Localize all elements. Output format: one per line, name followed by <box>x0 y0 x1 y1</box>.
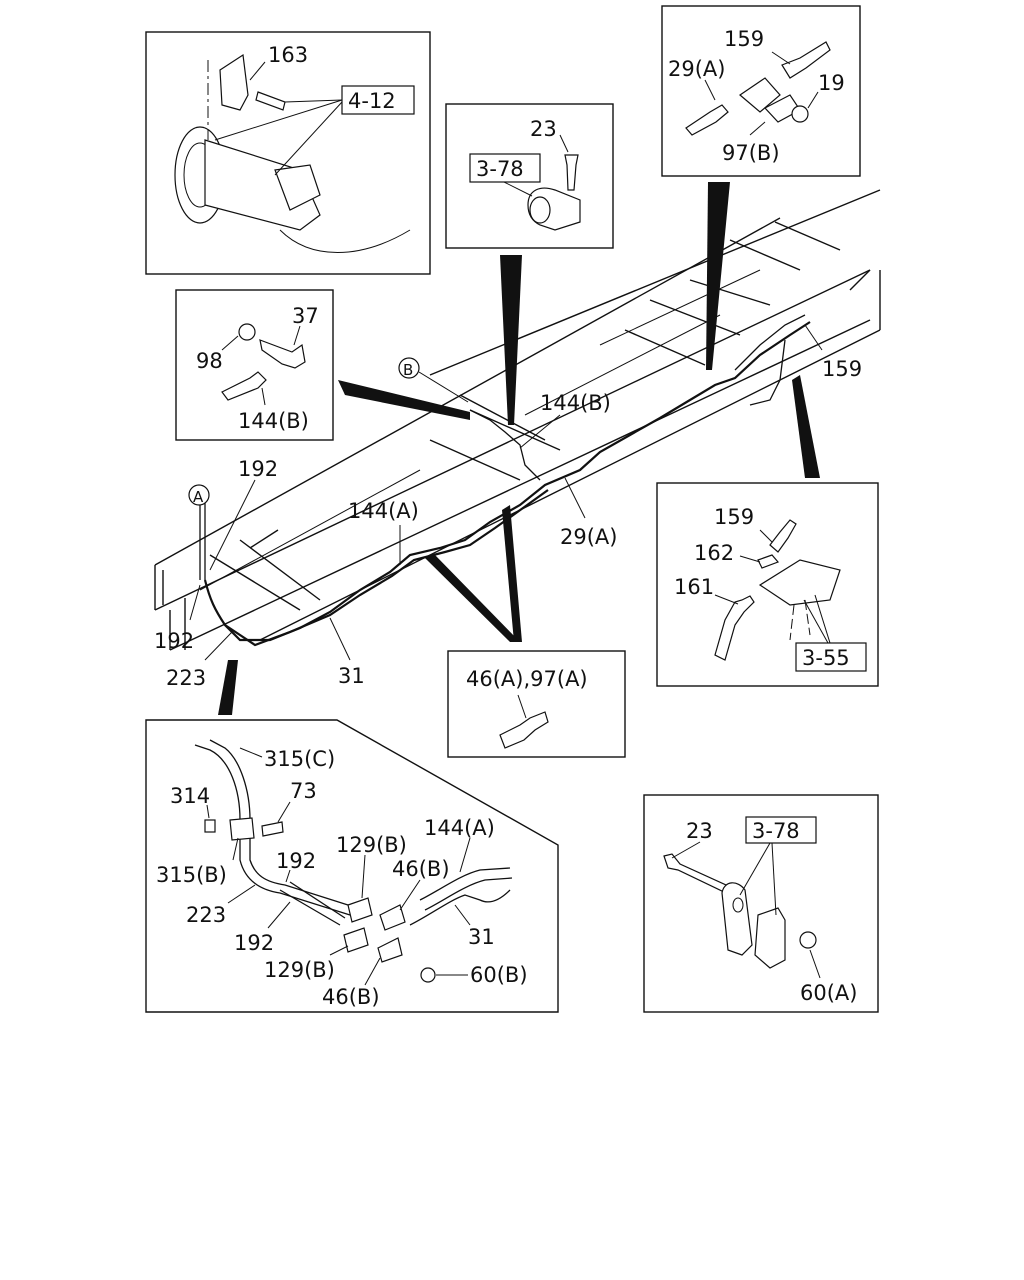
brake-pipes <box>199 314 811 647</box>
part-label-159-main: 159 <box>822 357 862 381</box>
part-label-192-detail-1: 192 <box>276 849 316 873</box>
part-label-315b: 315(B) <box>156 863 227 887</box>
part-label-46b-2: 46(B) <box>322 985 380 1009</box>
part-label-144a-main: 144(A) <box>348 499 419 523</box>
part-label-144b-box: 144(B) <box>238 409 309 433</box>
detail-box-three-way: 159 29(A) 19 97(B) <box>661 5 861 177</box>
part-label-314: 314 <box>170 784 210 808</box>
part-label-162: 162 <box>694 541 734 565</box>
part-label-73: 73 <box>290 779 317 803</box>
part-label-144a-detail: 144(A) <box>424 816 495 840</box>
main-labels: B 144(B) 159 192 144(A) 29(A) A 192 223 … <box>154 324 862 690</box>
part-label-46a-97a: 46(A),97(A) <box>466 667 588 691</box>
part-label-161: 161 <box>674 575 714 599</box>
circle-label-b: B <box>403 361 413 379</box>
part-label-46b-1: 46(B) <box>392 857 450 881</box>
chassis-frame <box>154 189 881 651</box>
part-label-144b-main: 144(B) <box>540 391 611 415</box>
part-label-192-left: 192 <box>154 629 194 653</box>
ref-box-3-55: 3-55 <box>802 646 850 670</box>
part-label-315c: 315(C) <box>264 747 335 771</box>
detail-box-clip-top: 23 3-78 <box>445 103 614 249</box>
part-label-29a-main: 29(A) <box>560 525 617 549</box>
part-label-192-top: 192 <box>238 457 278 481</box>
detail-box-clip-bottom: 23 3-78 60(A) <box>643 794 879 1013</box>
part-label-23-top: 23 <box>530 117 557 141</box>
part-label-23-bottom: 23 <box>686 819 713 843</box>
part-label-60a: 60(A) <box>800 981 857 1005</box>
detail-box-hose-bracket: 159 162 161 3-55 <box>656 482 879 687</box>
detail-box-union: 46(A),97(A) <box>447 650 626 758</box>
ref-box-4-12: 4-12 <box>348 89 396 113</box>
part-label-19: 19 <box>818 71 845 95</box>
part-label-31-main: 31 <box>338 664 365 688</box>
part-label-129b-2: 129(B) <box>264 958 335 982</box>
part-label-98: 98 <box>196 349 223 373</box>
detail-box-rear-axle: 315(C) 314 73 315(B) 192 129(B) 144(A) 4… <box>145 719 559 1013</box>
ref-box-3-78-top: 3-78 <box>476 157 524 181</box>
part-label-31-detail: 31 <box>468 925 495 949</box>
part-label-60b: 60(B) <box>470 963 528 987</box>
ref-box-3-78-bottom: 3-78 <box>752 819 800 843</box>
detail-box-axle-bracket: 163 4-12 <box>145 31 431 275</box>
detail-box-connector: 37 98 144(B) <box>175 289 334 441</box>
part-label-192-detail-2: 192 <box>234 931 274 955</box>
part-label-97b: 97(B) <box>722 141 780 165</box>
part-label-129b-1: 129(B) <box>336 833 407 857</box>
part-label-159-box: 159 <box>724 27 764 51</box>
part-label-163: 163 <box>268 43 308 67</box>
circle-label-a: A <box>193 488 204 506</box>
part-label-29a-box: 29(A) <box>668 57 725 81</box>
part-label-223-detail: 223 <box>186 903 226 927</box>
callout-wedges <box>218 182 820 715</box>
part-label-159-bracket: 159 <box>714 505 754 529</box>
part-label-223-main: 223 <box>166 666 206 690</box>
part-label-37: 37 <box>292 304 319 328</box>
